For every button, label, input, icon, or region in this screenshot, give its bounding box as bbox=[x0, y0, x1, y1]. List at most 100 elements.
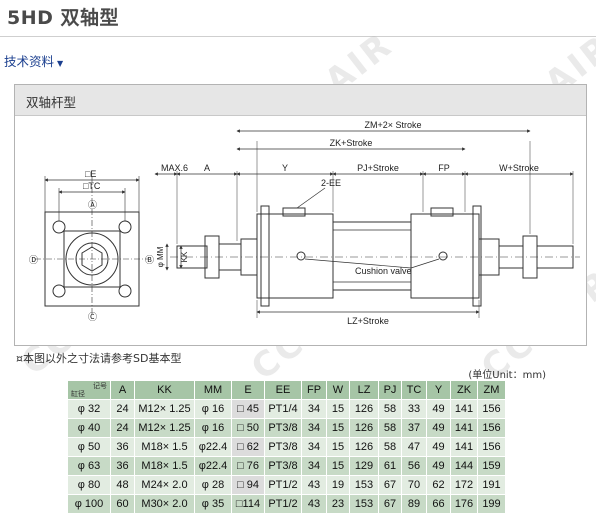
table-cell: 66 bbox=[426, 494, 451, 514]
table-cell: φ 16 bbox=[194, 418, 232, 438]
table-cell: □ 50 bbox=[231, 418, 265, 438]
table-cell: 47 bbox=[401, 437, 427, 457]
col-header: PJ bbox=[378, 380, 402, 400]
table-cell: PT1/4 bbox=[264, 399, 302, 419]
table-cell: □ 62 bbox=[231, 437, 265, 457]
dim-max6-label: MAX.6 bbox=[161, 163, 188, 173]
table-cell: 43 bbox=[301, 475, 327, 495]
cushion-valve-left bbox=[296, 251, 306, 261]
bore-cell: φ 63 bbox=[67, 456, 111, 476]
table-cell: φ 35 bbox=[194, 494, 232, 514]
col-header: E bbox=[231, 380, 265, 400]
table-cell: M18× 1.5 bbox=[134, 437, 195, 457]
table-cell: 153 bbox=[349, 475, 379, 495]
bore-cell: φ 80 bbox=[67, 475, 111, 495]
col-header: EE bbox=[264, 380, 302, 400]
table-cell: 141 bbox=[450, 399, 478, 419]
table-cell: 37 bbox=[401, 418, 427, 438]
table-cell: 36 bbox=[110, 456, 135, 476]
table-cell: PT3/8 bbox=[264, 456, 302, 476]
table-cell: PT1/2 bbox=[264, 475, 302, 495]
table-cell: 144 bbox=[450, 456, 478, 476]
col-header: ZK bbox=[450, 380, 478, 400]
dim-w-label: W+Stroke bbox=[499, 163, 539, 173]
table-cell: 126 bbox=[349, 418, 379, 438]
drawing-panel: 双轴杆型 □E bbox=[14, 84, 587, 346]
port-boss-left bbox=[282, 207, 306, 217]
table-cell: M30× 2.0 bbox=[134, 494, 195, 514]
table-cell: 15 bbox=[326, 399, 350, 419]
tie-rod-hole bbox=[52, 220, 66, 234]
table-cell: 172 bbox=[450, 475, 478, 495]
table-cell: 58 bbox=[378, 399, 402, 419]
table-cell: 156 bbox=[477, 399, 506, 419]
table-cell: □ 45 bbox=[231, 399, 265, 419]
table-cell: 34 bbox=[301, 437, 327, 457]
rod-nut-hex bbox=[81, 246, 103, 272]
table-cell: 19 bbox=[326, 475, 350, 495]
table-cell: 61 bbox=[378, 456, 402, 476]
col-header: A bbox=[110, 380, 135, 400]
table-cell: 24 bbox=[110, 418, 135, 438]
table-header-row: 记号缸径 A KK MM E EE FP W LZ PJ TC Y ZK ZM bbox=[67, 380, 506, 400]
dim-kk-label: KK bbox=[180, 251, 189, 262]
drawing-panel-header: 双轴杆型 bbox=[15, 85, 586, 116]
table-cell: 126 bbox=[349, 437, 379, 457]
spec-table: 记号缸径 A KK MM E EE FP W LZ PJ TC Y ZK ZM … bbox=[67, 380, 506, 514]
table-cell: □ 94 bbox=[231, 475, 265, 495]
bore-cell: φ 50 bbox=[67, 437, 111, 457]
ee-port-label: 2-EE bbox=[321, 178, 341, 188]
corner-bore-label: 缸径 bbox=[71, 391, 85, 398]
table-cell: 191 bbox=[477, 475, 506, 495]
left-tie-rod-nut bbox=[260, 205, 270, 307]
table-cell: 141 bbox=[450, 437, 478, 457]
port-boss-right bbox=[430, 207, 454, 217]
table-cell: 199 bbox=[477, 494, 506, 514]
tech-data-link[interactable]: 技术资料▼ bbox=[4, 51, 63, 70]
col-header: ZM bbox=[477, 380, 506, 400]
table-cell: 15 bbox=[326, 437, 350, 457]
dim-a-label: A bbox=[204, 163, 210, 173]
end-view bbox=[35, 176, 149, 316]
unit-label: (单位Unit：mm) bbox=[468, 370, 546, 381]
table-cell: □114 bbox=[231, 494, 265, 514]
table-cell: PT3/8 bbox=[264, 418, 302, 438]
tie-rod-hole bbox=[118, 284, 132, 298]
table-cell: 49 bbox=[426, 399, 451, 419]
right-cover bbox=[410, 213, 480, 299]
cushion-valve-right bbox=[438, 251, 448, 261]
table-cell: 62 bbox=[426, 475, 451, 495]
side-view bbox=[170, 205, 580, 307]
port-a-marker: Ⓐ bbox=[88, 200, 97, 210]
table-cell: □ 76 bbox=[231, 456, 265, 476]
dim-mm-label: φ MM bbox=[156, 246, 165, 267]
page-title: 5HD 双轴型 bbox=[7, 7, 120, 29]
col-header: MM bbox=[194, 380, 232, 400]
table-cell: 58 bbox=[378, 437, 402, 457]
header-corner: 记号缸径 bbox=[67, 380, 111, 400]
drawing-note: ¤本图以外之寸法请参考SD基本型 bbox=[16, 352, 182, 365]
table-cell: φ 16 bbox=[194, 399, 232, 419]
col-header: FP bbox=[301, 380, 327, 400]
table-cell: 34 bbox=[301, 399, 327, 419]
table-cell: M12× 1.25 bbox=[134, 418, 195, 438]
tie-rod-hole bbox=[52, 284, 66, 298]
barrel bbox=[332, 221, 412, 291]
tie-rod-hole bbox=[118, 220, 132, 234]
right-tie-rod-nut bbox=[472, 205, 482, 307]
col-header: KK bbox=[134, 380, 195, 400]
table-cell: M24× 2.0 bbox=[134, 475, 195, 495]
table-cell: 24 bbox=[110, 399, 135, 419]
table-cell: 129 bbox=[349, 456, 379, 476]
dim-zm-label: ZM+2× Stroke bbox=[364, 120, 421, 130]
table-cell: 49 bbox=[426, 418, 451, 438]
drawing-title: 双轴杆型 bbox=[26, 95, 77, 110]
port-d-marker: Ⓓ bbox=[29, 255, 38, 265]
table-cell: 156 bbox=[477, 437, 506, 457]
cushion-valve-label: Cushion valve bbox=[355, 266, 412, 276]
table-cell: M12× 1.25 bbox=[134, 399, 195, 419]
